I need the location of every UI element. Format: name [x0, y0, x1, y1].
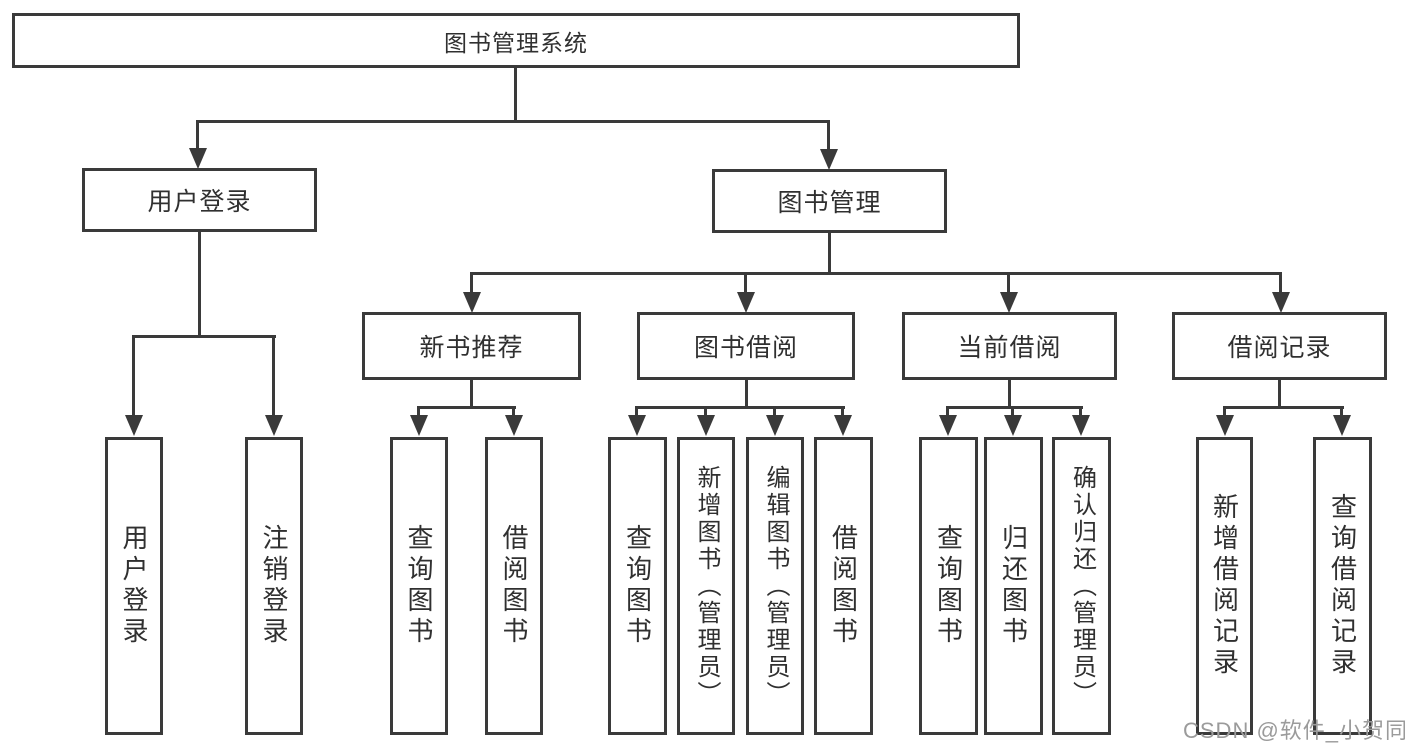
connector-arrow	[766, 406, 784, 436]
leaf-return-books: 归还图书	[984, 437, 1043, 735]
node-label: 查询借阅记录	[1327, 493, 1358, 679]
node-label: 查询图书	[933, 524, 964, 648]
leaf-user-login: 用户登录	[105, 437, 163, 735]
connector-line	[198, 232, 201, 335]
node-label: 图书管理	[777, 189, 882, 217]
connector-arrow	[697, 406, 715, 436]
connector-arrow	[1072, 406, 1090, 436]
connector-arrow	[628, 406, 646, 436]
connector-line	[946, 406, 1083, 409]
connector-arrow	[834, 406, 852, 436]
connector-line	[471, 272, 1282, 275]
arrow-down-icon	[628, 415, 646, 436]
connector-line	[1008, 380, 1011, 406]
connector-line	[745, 380, 748, 406]
arrow-down-icon	[125, 415, 143, 436]
leaf-borrow-books: 借阅图书	[814, 437, 873, 735]
arrow-down-icon	[505, 415, 523, 436]
node-current-borrow: 当前借阅	[902, 312, 1117, 380]
leaf-borrow-books-recommend: 借阅图书	[485, 437, 543, 735]
arrow-down-icon	[410, 415, 428, 436]
node-label: 借阅记录	[1227, 334, 1332, 362]
node-label: 编辑图书（管理员）	[762, 464, 789, 708]
connector-line	[197, 120, 830, 123]
node-book-management: 图书管理	[712, 169, 947, 233]
leaf-logout: 注销登录	[245, 437, 303, 735]
arrow-down-icon	[834, 415, 852, 436]
node-label: 图书管理系统	[444, 29, 588, 56]
node-label: 用户登录	[119, 524, 149, 648]
arrow-down-icon	[1004, 415, 1022, 436]
connector-line	[635, 406, 845, 409]
connector-arrow	[1272, 272, 1290, 313]
arrow-down-icon	[1216, 415, 1234, 436]
node-label: 查询图书	[622, 524, 653, 648]
connector-line	[133, 335, 276, 338]
connector-arrow	[463, 272, 481, 313]
connector-line	[470, 380, 473, 406]
arrow-down-icon	[1072, 415, 1090, 436]
arrow-down-icon	[737, 292, 755, 313]
leaf-confirm-return-admin: 确认归还（管理员）	[1052, 437, 1111, 735]
connector-arrow	[125, 335, 143, 436]
connector-arrow	[189, 120, 207, 169]
node-borrow-records: 借阅记录	[1172, 312, 1387, 380]
arrow-down-icon	[1333, 415, 1351, 436]
leaf-edit-book-admin: 编辑图书（管理员）	[746, 437, 804, 735]
leaf-query-books-recommend: 查询图书	[390, 437, 448, 735]
connector-line	[417, 406, 516, 409]
node-label: 图书借阅	[693, 334, 798, 362]
arrow-down-icon	[265, 415, 283, 436]
leaf-add-borrow-record: 新增借阅记录	[1196, 437, 1253, 735]
connector-arrow	[505, 406, 523, 436]
arrow-down-icon	[939, 415, 957, 436]
node-library-system: 图书管理系统	[12, 13, 1020, 68]
connector-arrow	[1000, 272, 1018, 313]
arrow-down-icon	[1272, 292, 1290, 313]
node-label: 用户登录	[147, 188, 252, 216]
node-label: 归还图书	[998, 524, 1029, 648]
connector-arrow	[939, 406, 957, 436]
connector-line	[514, 68, 517, 120]
csdn-watermark: CSDN @软件_小贺同学	[1183, 718, 1405, 743]
node-label: 查询图书	[404, 524, 434, 648]
arrow-down-icon	[820, 149, 838, 170]
node-user-login: 用户登录	[82, 168, 317, 232]
arrow-down-icon	[463, 292, 481, 313]
connector-arrow	[1216, 406, 1234, 436]
connector-line	[1223, 406, 1344, 409]
node-label: 新增借阅记录	[1209, 493, 1240, 679]
connector-arrow	[1333, 406, 1351, 436]
node-label: 确认归还（管理员）	[1068, 464, 1096, 708]
leaf-add-book-admin: 新增图书（管理员）	[677, 437, 735, 735]
node-label: 借阅图书	[828, 524, 859, 648]
connector-arrow	[265, 335, 283, 436]
arrow-down-icon	[766, 415, 784, 436]
node-label: 借阅图书	[499, 524, 529, 648]
node-label: 新书推荐	[419, 334, 524, 362]
leaf-query-books-borrow: 查询图书	[608, 437, 667, 735]
arrow-down-icon	[697, 415, 715, 436]
connector-line	[828, 233, 831, 272]
connector-arrow	[737, 272, 755, 313]
arrow-down-icon	[1000, 292, 1018, 313]
node-label: 注销登录	[259, 524, 289, 648]
leaf-query-books-current: 查询图书	[919, 437, 978, 735]
node-new-book-recommend: 新书推荐	[362, 312, 581, 380]
node-book-borrow: 图书借阅	[637, 312, 855, 380]
connector-line	[1278, 380, 1281, 406]
leaf-query-borrow-record: 查询借阅记录	[1313, 437, 1372, 735]
arrow-down-icon	[189, 148, 207, 169]
connector-arrow	[410, 406, 428, 436]
connector-arrow	[1004, 406, 1022, 436]
node-label: 新增图书（管理员）	[693, 464, 720, 708]
node-label: 当前借阅	[957, 334, 1062, 362]
connector-arrow	[820, 120, 838, 170]
